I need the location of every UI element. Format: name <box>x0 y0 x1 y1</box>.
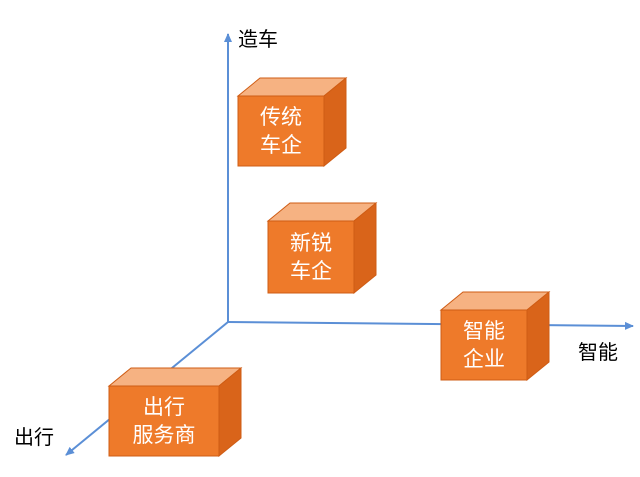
cube-label-line: 车企 <box>290 259 332 283</box>
horizontal-axis-label: 智能 <box>578 340 618 364</box>
vertical-axis-label: 造车 <box>238 27 278 51</box>
cube-front-face <box>108 385 220 457</box>
cube-label-line: 服务商 <box>133 423 196 447</box>
cube-label-line: 新锐 <box>290 231 332 255</box>
cube-label-line: 出行 <box>143 395 185 419</box>
cube-top-face <box>107 367 243 387</box>
cube-front-face <box>237 95 325 167</box>
cube-label-line: 企业 <box>463 347 505 371</box>
cube-label-line: 智能 <box>463 319 505 343</box>
cube-front-face <box>440 309 528 381</box>
cube-front-face <box>267 220 355 294</box>
cube-label-line: 传统 <box>260 105 302 129</box>
diagonal-axis-label: 出行 <box>14 425 54 449</box>
cube-label-line: 车企 <box>260 133 302 157</box>
horizontal-axis <box>227 321 634 330</box>
